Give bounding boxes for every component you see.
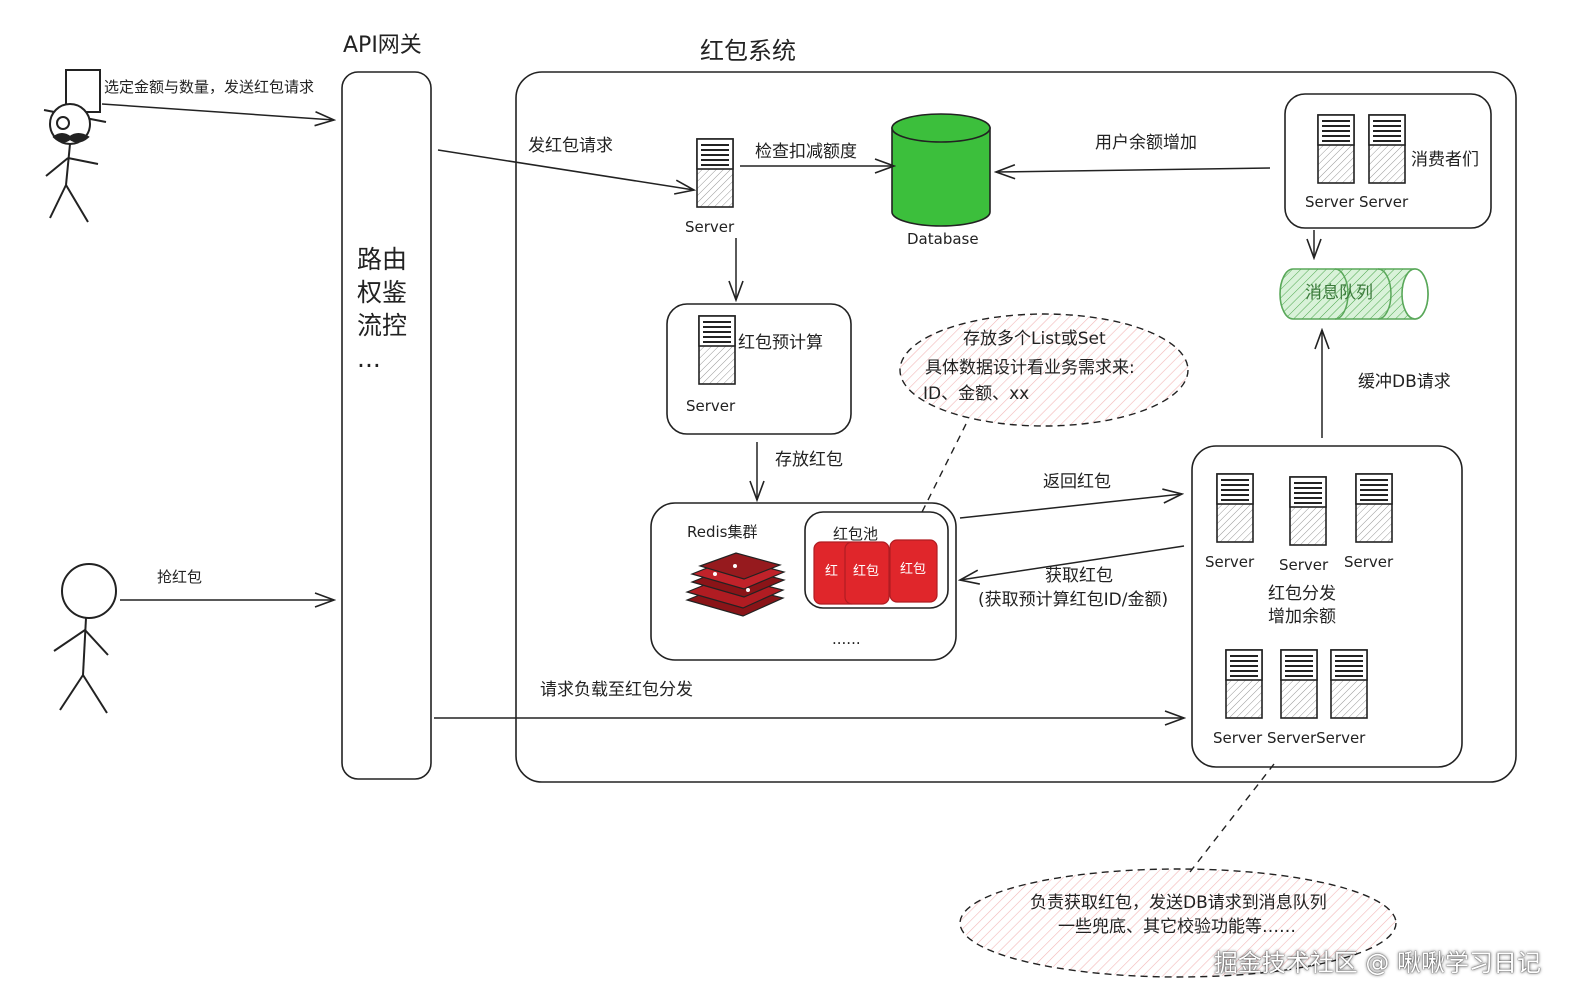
dispatch-server-3-label: Server [1344,553,1394,571]
dispatch-server-5-icon [1280,649,1318,719]
label-balance-add: 用户余额增加 [1095,133,1197,153]
consumer-server-2-icon [1368,114,1406,184]
redis-title: Redis集群 [687,523,758,541]
arrow-redis-to-dispatch [959,494,1182,519]
redpacket-system-boundary [515,71,1517,783]
dispatch-title: 红包分发 [1268,584,1336,604]
database-label: Database [907,230,979,248]
pool-item-2: 红包 [853,564,880,579]
consumers-title: 消费者们 [1411,150,1479,170]
label-return-packet: 返回红包 [1043,472,1111,492]
redis-note-line-2: 具体数据设计看业务需求来: [925,358,1135,378]
redis-note-cloud [899,313,1189,427]
label-store-packets: 存放红包 [775,450,843,470]
pool-title: 红包池 [833,525,879,543]
label-send-request: 发红包请求 [528,136,613,156]
redpacket-card-3 [889,539,938,603]
precompute-title: 红包预计算 [738,333,823,353]
api-gateway-box [341,71,432,780]
server-main-icon [696,138,734,208]
consumers-box [1284,93,1492,229]
dispatch-server-2-icon [1289,476,1327,546]
database-icon [891,113,991,227]
gateway-function-auth: 权鉴 [357,278,408,307]
pool-more: ...... [832,630,861,648]
label-load-balance: 请求负载至红包分发 [540,680,693,700]
gateway-function-ratelimit: 流控 [357,311,408,340]
dispatch-note-line-2: 一些兜底、其它校验功能等…… [1058,917,1296,937]
label-grab: 抢红包 [157,568,203,586]
gateway-function-routing: 路由 [357,245,408,274]
pool-item-1: 红 [825,564,839,579]
redpacket-pool-box [804,511,949,609]
redis-cluster-box [650,502,957,661]
consumer-server-1-icon [1317,114,1355,184]
precompute-server-label: Server [686,397,736,415]
consumers-servers-label: Server Server [1305,193,1409,211]
precompute-box [666,303,852,435]
dispatch-server-1-label: Server [1205,553,1255,571]
dispatch-server-4-icon [1225,649,1263,719]
redis-note-line-3: ID、金额、xx [923,384,1030,404]
dispatch-row2-label: Server ServerServer [1213,729,1366,747]
gateway-title: API网关 [343,33,422,58]
gateway-functions: 路由 权鉴 流控 ... [357,243,407,375]
arrow-consumers-to-database [996,168,1271,172]
label-check-deduct: 检查扣减额度 [755,142,857,162]
arrow-dispatch-to-redis [960,545,1185,580]
top-hat-stick-figure-icon [43,69,107,223]
precompute-server-icon [698,315,736,385]
system-title: 红包系统 [700,37,796,65]
redpacket-card-2 [844,541,890,605]
arrow-user1-to-gateway [101,103,334,120]
label-select-amount: 选定金额与数量，发送红包请求 [104,78,315,96]
dispatch-note-connector [1189,763,1275,873]
dispatch-note-line-1: 负责获取红包，发送DB请求到消息队列 [1030,893,1327,913]
arrow-gateway-to-server [437,149,694,190]
dispatch-server-6-icon [1330,649,1368,719]
label-get-packet: 获取红包 [1045,566,1113,586]
redis-note-line-1: 存放多个List或Set [963,329,1106,349]
dispatch-server-2-label: Server [1279,556,1329,574]
stick-figure-icon [53,563,117,714]
dispatch-server-3-icon [1355,473,1393,543]
server-main-label: Server [685,218,735,236]
label-buffer-db: 缓冲DB请求 [1358,372,1451,392]
mq-label: 消息队列 [1305,283,1373,303]
redis-logo-icon [685,552,786,617]
message-queue-icon [1279,268,1429,320]
pool-item-3: 红包 [900,562,927,577]
label-get-packet-detail: (获取预计算红包ID/金额) [978,590,1169,610]
dispatch-server-1-icon [1216,473,1254,543]
gateway-function-more: ... [357,344,381,373]
dispatch-note-cloud [959,868,1397,978]
dispatch-subtitle: 增加余额 [1268,607,1336,627]
watermark: 掘金技术社区 @ 啾啾学习日记 [1213,949,1541,977]
redis-note-connector [919,423,967,517]
dispatch-box [1191,445,1463,768]
